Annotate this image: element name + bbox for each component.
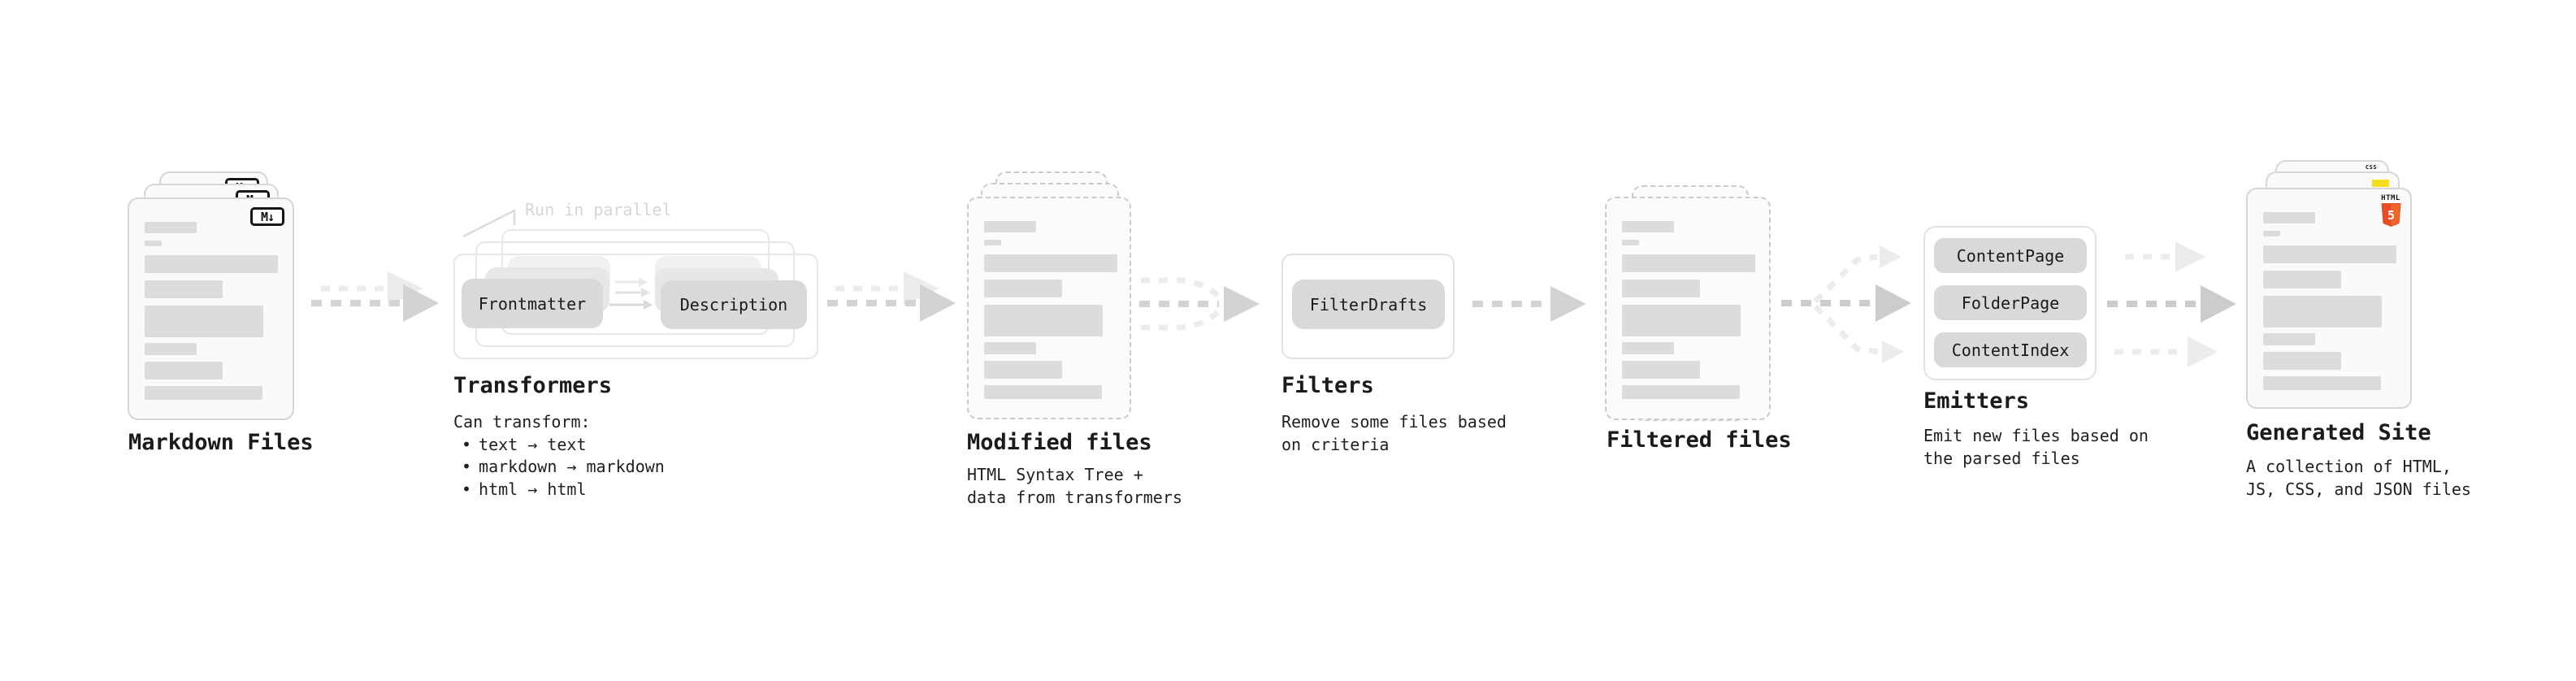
caption-line: Can transform: (453, 412, 591, 432)
skeleton-line (2263, 352, 2341, 370)
contentindex-pill: ContentIndex (1934, 332, 2087, 367)
description-pill-label: Description (679, 295, 788, 314)
skeleton-line (145, 386, 262, 400)
skeleton-line (145, 255, 278, 273)
skeleton-line (984, 254, 1117, 272)
skeleton-line (145, 362, 223, 380)
bullet-text: text → text (479, 434, 587, 454)
folderpage-pill-label: FolderPage (1961, 293, 2060, 313)
bullet-marker: • (462, 434, 472, 454)
skeleton-line (2263, 271, 2341, 288)
filtered-file-card-front (1605, 197, 1771, 420)
filterdrafts-pill: FilterDrafts (1292, 280, 1445, 329)
skeleton-line (984, 385, 1102, 399)
bullet-item: • html → html (453, 479, 665, 501)
modified-file-card-front (967, 197, 1131, 419)
file-skeleton (969, 198, 1130, 399)
arrow-emitters-to-generated (2107, 241, 2236, 367)
skeleton-line (1622, 385, 1740, 399)
modified-files-caption: HTML Syntax Tree + data from transformer… (967, 464, 1182, 509)
bullet-item: • text → text (453, 434, 665, 457)
contentpage-pill: ContentPage (1934, 238, 2087, 273)
arrow-markdown-to-transformers (311, 271, 439, 322)
stage-label-markdown-files: Markdown Files (128, 430, 314, 455)
stage-label-transformers: Transformers (453, 373, 613, 398)
transformer-frame-front (453, 254, 818, 359)
skeleton-line (1622, 342, 1674, 354)
caption-line: the parsed files (1923, 448, 2080, 468)
run-in-parallel-annotation: Run in parallel (525, 200, 672, 219)
skeleton-line (1622, 240, 1639, 245)
caption-line: A collection of HTML, (2246, 457, 2452, 476)
markdown-file-card-front: M↓ (128, 197, 294, 420)
skeleton-line (984, 305, 1103, 336)
bullet-text: markdown → markdown (479, 457, 665, 476)
css-icon-text: CSS (2365, 164, 2378, 171)
contentindex-pill-label: ContentIndex (1951, 340, 2070, 360)
frontmatter-pill-label: Frontmatter (478, 293, 587, 314)
skeleton-line (1622, 254, 1755, 272)
caption-line: Remove some files based (1281, 412, 1507, 432)
skeleton-line (145, 306, 263, 337)
skeleton-line (1622, 280, 1700, 297)
stage-label-modified-files: Modified files (967, 430, 1152, 455)
caption-line: on criteria (1281, 434, 1390, 454)
skeleton-line (984, 342, 1036, 354)
skeleton-line (1622, 221, 1674, 232)
bullet-text: html → html (479, 479, 587, 499)
file-skeleton (129, 199, 293, 400)
stage-label-generated-site: Generated Site (2246, 420, 2431, 445)
html5-numeral: 5 (2387, 208, 2394, 223)
folderpage-pill: FolderPage (1934, 285, 2087, 320)
arrow-filtered-to-emitters (1781, 245, 1911, 363)
emitters-caption: Emit new files based on the parsed files (1923, 425, 2149, 470)
bullet-marker: • (462, 479, 472, 499)
skeleton-line (984, 221, 1036, 232)
skeleton-line (145, 343, 197, 355)
caption-line: data from transformers (967, 487, 1182, 507)
arrow-transformers-to-modified (827, 271, 956, 322)
skeleton-line (2263, 333, 2315, 345)
skeleton-line (984, 240, 1001, 245)
markdown-icon-text: M↓ (260, 209, 275, 224)
skeleton-line (2263, 376, 2381, 390)
bullet-marker: • (462, 457, 472, 476)
file-skeleton (1607, 198, 1769, 399)
html5-icon-text: HTML (2381, 194, 2400, 202)
skeleton-line (984, 361, 1062, 379)
skeleton-line (1622, 305, 1741, 336)
caption-line: JS, CSS, and JSON files (2246, 479, 2471, 499)
skeleton-line (2263, 212, 2315, 223)
skeleton-line (2263, 245, 2396, 263)
description-pill: Description (661, 280, 807, 329)
stage-label-emitters: Emitters (1923, 388, 2030, 414)
markdown-icon: M↓ (250, 207, 284, 226)
arrow-modified-to-filters (1139, 277, 1260, 331)
skeleton-line (145, 222, 197, 233)
skeleton-line (2263, 231, 2280, 236)
generated-file-card-html: HTML 5 (2246, 188, 2412, 409)
stage-label-filtered-files: Filtered files (1607, 427, 1792, 453)
html5-shield: 5 (2381, 203, 2400, 227)
caption-line: Emit new files based on (1923, 426, 2149, 445)
bullet-item: • markdown → markdown (453, 456, 665, 479)
skeleton-line (984, 280, 1062, 297)
frontmatter-pill: Frontmatter (462, 279, 603, 328)
html5-icon: HTML 5 (2380, 195, 2401, 229)
contentpage-pill-label: ContentPage (1956, 245, 2065, 266)
generated-site-caption: A collection of HTML, JS, CSS, and JSON … (2246, 456, 2471, 501)
file-skeleton (2248, 189, 2410, 390)
skeleton-line (145, 241, 162, 246)
arrow-filters-to-filtered (1472, 286, 1586, 322)
js-icon (2372, 180, 2389, 187)
skeleton-line (1622, 361, 1700, 379)
skeleton-line (145, 280, 223, 298)
transformers-caption: Can transform: • text → text • markdown … (453, 411, 665, 501)
skeleton-line (2263, 296, 2382, 327)
caption-line: HTML Syntax Tree + (967, 465, 1143, 484)
stage-label-filters: Filters (1281, 373, 1374, 398)
filterdrafts-pill-label: FilterDrafts (1309, 294, 1428, 314)
filters-caption: Remove some files based on criteria (1281, 411, 1507, 456)
